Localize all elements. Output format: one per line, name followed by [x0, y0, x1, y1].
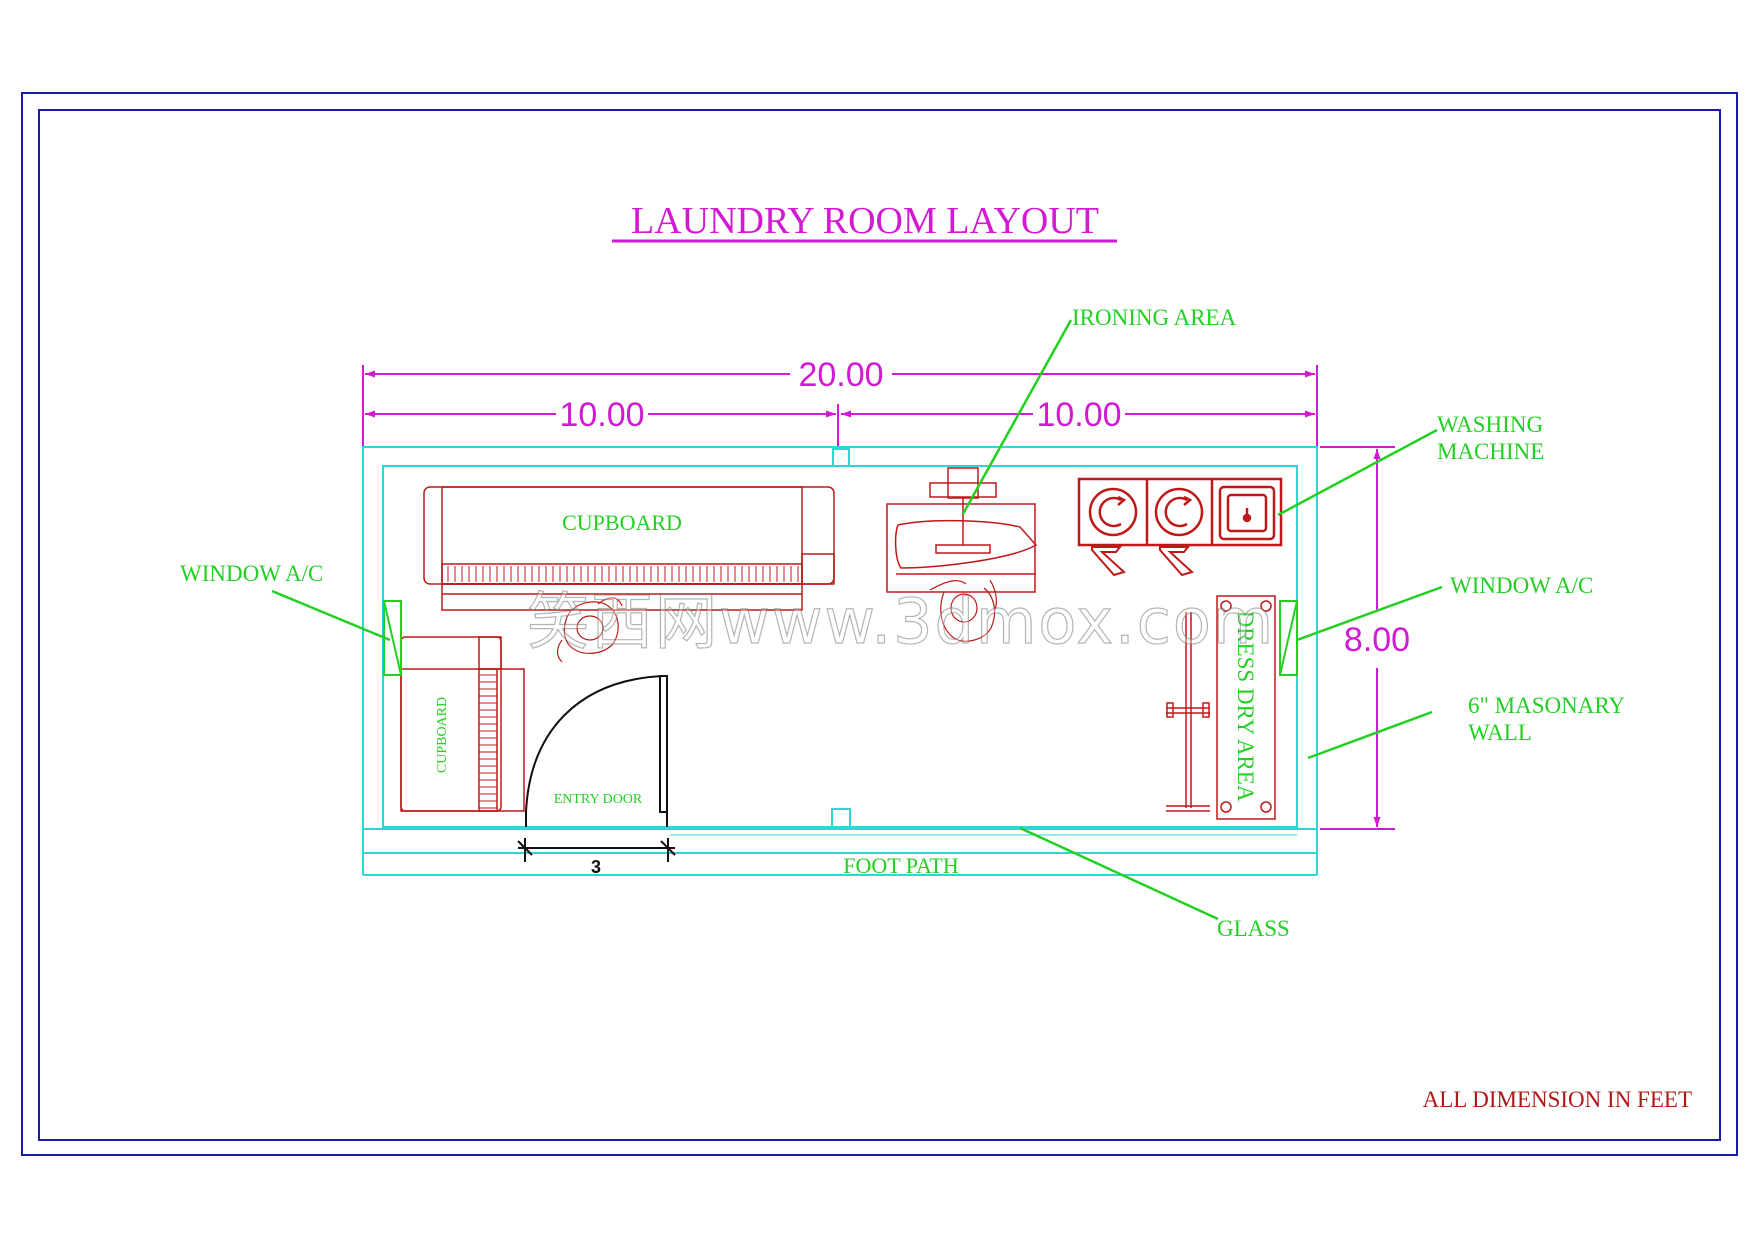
person-at-cupboard: [556, 597, 623, 663]
overall-length-dimension: 20.00: [798, 356, 883, 394]
outer-sheet-border: [21, 92, 1738, 1156]
watermark: 笑西网www.3dmox.com: [527, 585, 1275, 658]
cupboard-side-hatch: [479, 674, 497, 809]
dimension-lines: [362, 365, 1395, 830]
washing-machine-doors: [1091, 546, 1194, 577]
ironing-area-callout: IRONING AREA: [1072, 305, 1237, 330]
washing-machine-callout-line1: WASHING: [1437, 412, 1543, 437]
entry-door: [517, 675, 676, 862]
callout-leaders: [271, 319, 1443, 921]
cupboard-top-label: CUPBOARD: [562, 510, 682, 535]
masonry-wall-callout-line2: WALL: [1468, 720, 1532, 745]
right-half-dimension: 10.00: [1036, 396, 1121, 434]
window-ac-right-callout: WINDOW A/C: [1450, 573, 1593, 598]
masonry-wall-callout-line1: 6" MASONARY: [1468, 693, 1625, 718]
entry-door-label: ENTRY DOOR: [554, 792, 643, 807]
cupboard-side-label: CUPBOARD: [435, 697, 450, 773]
washing-machines: [1077, 477, 1283, 547]
glass-callout: GLASS: [1217, 916, 1290, 941]
dress-dry-area-label: DRESS DRY AREA: [1233, 611, 1258, 802]
ironing-table: [886, 467, 1038, 593]
left-half-dimension: 10.00: [559, 396, 644, 434]
cupboard-side: [400, 636, 525, 812]
cupboard-top: [423, 486, 835, 611]
door-width-dimension: 3: [591, 857, 601, 877]
person-at-ironing: [929, 579, 997, 642]
inner-sheet-border: [38, 109, 1721, 1141]
width-dimension: 8.00: [1344, 621, 1410, 659]
cupboard-top-hatch: [447, 566, 799, 582]
dimension-unit-note: ALL DIMENSION IN FEET: [1423, 1087, 1692, 1112]
drawing-title: LAUNDRY ROOM LAYOUT: [631, 200, 1099, 242]
window-ac-right: [1279, 600, 1298, 676]
window-ac-left-callout: WINDOW A/C: [180, 561, 323, 586]
washing-machine-callout-line2: MACHINE: [1437, 439, 1544, 464]
foot-path-label: FOOT PATH: [843, 853, 959, 878]
dress-dry-rack: [1166, 595, 1276, 820]
glass-strip: [670, 828, 1297, 836]
